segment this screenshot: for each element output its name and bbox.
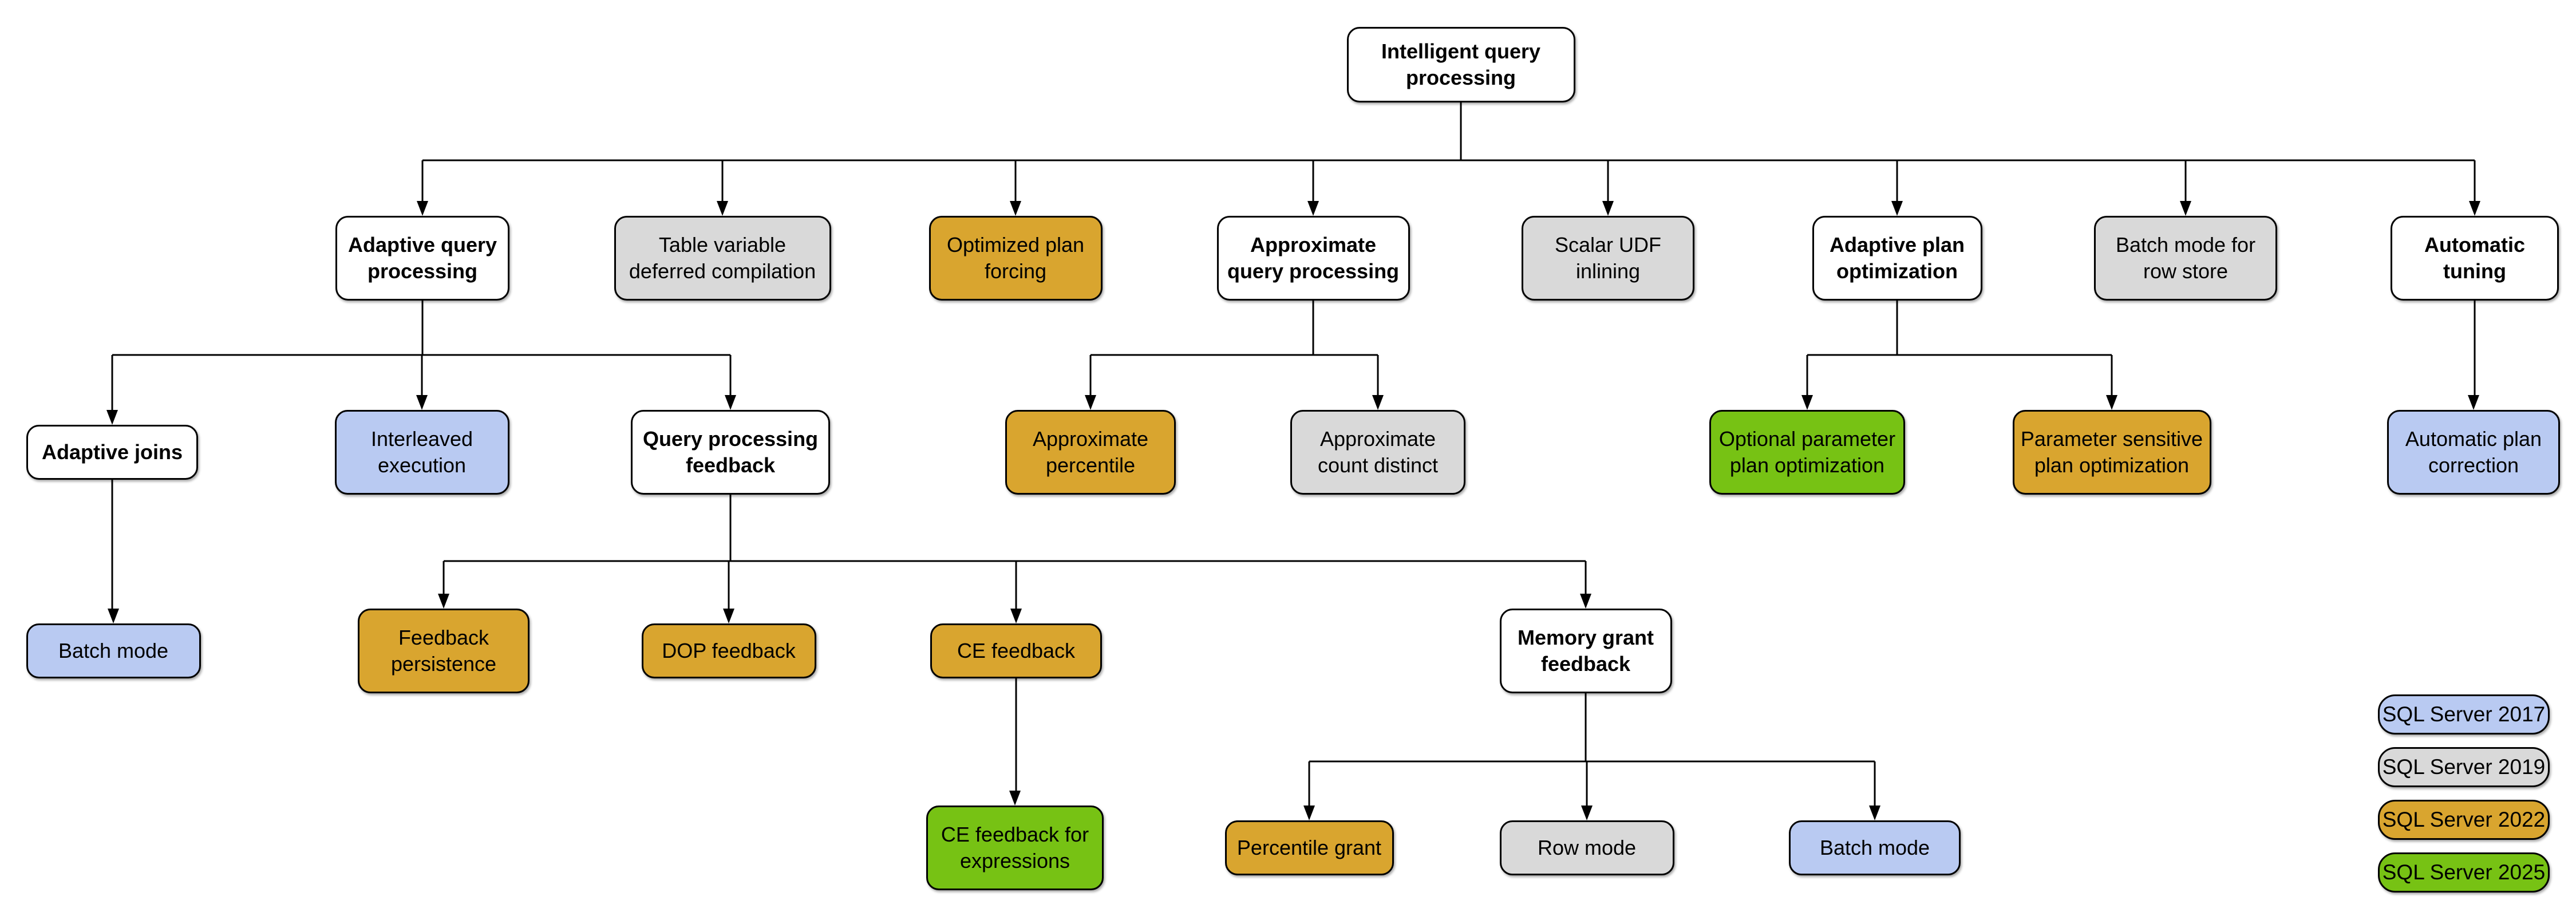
arrowhead-into-mgf	[1580, 594, 1591, 609]
arrowhead-into-bm1	[108, 609, 119, 623]
edge-at	[2468, 301, 2479, 410]
arrowhead-into-pspo	[2106, 395, 2117, 410]
arrowhead-into-pg	[1303, 806, 1315, 820]
edge-line-iqp	[421, 102, 2476, 202]
arrowhead-into-apo	[1891, 201, 1903, 216]
edge-line-mgf	[1308, 693, 1876, 807]
arrowhead-into-apc	[2468, 395, 2479, 410]
edge-line-aqproc	[1089, 301, 1379, 396]
arrowhead-into-ie	[416, 395, 428, 410]
arrowhead-into-sudf	[1602, 201, 1614, 216]
arrowhead-into-tvdc	[717, 201, 728, 216]
arrowhead-into-qpf	[725, 395, 736, 410]
arrowhead-into-at	[2469, 201, 2480, 216]
arrowhead-into-rm	[1581, 806, 1593, 820]
edge-qpf	[438, 495, 1591, 623]
edge-line-apo	[1806, 301, 2113, 396]
arrowhead-into-opf	[1010, 201, 1021, 216]
arrowhead-into-cfe	[1009, 791, 1021, 806]
arrowhead-into-acd	[1372, 395, 1384, 410]
arrowhead-into-dop	[723, 609, 734, 623]
edge-cef	[1009, 678, 1021, 806]
arrowhead-into-oppo	[1801, 395, 1813, 410]
edge-aqp	[106, 301, 736, 425]
edge-line-aqp	[111, 301, 732, 411]
edge-aj	[108, 480, 119, 623]
edge-line-qpf	[442, 495, 1587, 610]
arrowhead-into-cef	[1010, 609, 1022, 623]
arrowhead-into-fp	[438, 594, 449, 609]
arrowhead-into-apct	[1085, 395, 1096, 410]
arrowhead-into-bm2	[1869, 806, 1880, 820]
arrowhead-into-aqp	[417, 201, 428, 216]
edge-aqproc	[1085, 301, 1384, 410]
edge-iqp	[417, 102, 2480, 216]
edge-mgf	[1303, 693, 1880, 820]
edge-apo	[1801, 301, 2117, 410]
arrowhead-into-aqproc	[1307, 201, 1319, 216]
arrowhead-into-bmrs	[2180, 201, 2191, 216]
arrowhead-into-aj	[106, 410, 118, 425]
